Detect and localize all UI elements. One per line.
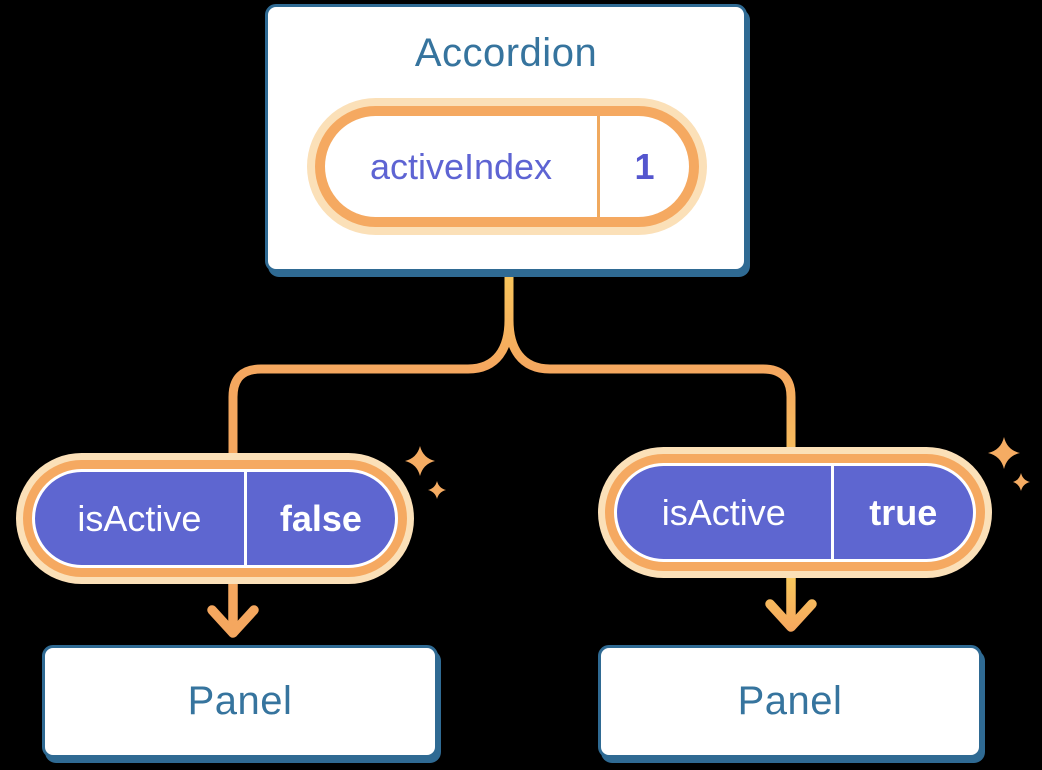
arrow-down-left-icon	[207, 579, 259, 638]
pill-halo: isActive false	[16, 453, 414, 584]
panel-node-right: Panel	[598, 645, 982, 758]
state-value: 1	[634, 145, 655, 187]
pill-halo: isActive true	[598, 447, 992, 578]
sparkle-icon	[428, 481, 446, 499]
prop-pill-isactive-true: isActive true	[598, 447, 992, 578]
panel-title: Panel	[187, 679, 293, 723]
connector-root-to-left-child	[228, 272, 514, 456]
pill-ring: isActive true	[605, 454, 985, 571]
prop-value: false	[279, 497, 362, 539]
prop-name: isActive	[661, 491, 786, 533]
pill-divider	[243, 472, 247, 565]
prop-name: isActive	[77, 497, 202, 539]
prop-pill-isactive-false: isActive false	[16, 453, 414, 584]
panel-title: Panel	[737, 679, 843, 723]
connector-root-to-right-child	[504, 272, 796, 450]
pill-ring: isActive false	[23, 460, 407, 577]
state-pill-activeindex: activeIndex 1	[307, 98, 707, 235]
panel-node-left: Panel	[42, 645, 438, 758]
pill-divider	[597, 116, 600, 217]
pill-ring: activeIndex 1	[315, 106, 699, 227]
prop-value: true	[869, 491, 938, 533]
pill-divider	[830, 466, 834, 559]
sparkle-icon	[1013, 473, 1030, 491]
arrow-down-right-icon	[765, 572, 817, 632]
state-name: activeIndex	[369, 145, 553, 187]
pill-halo: activeIndex 1	[307, 98, 707, 235]
sparkle-icon	[988, 437, 1020, 469]
accordion-title: Accordion	[414, 31, 598, 75]
